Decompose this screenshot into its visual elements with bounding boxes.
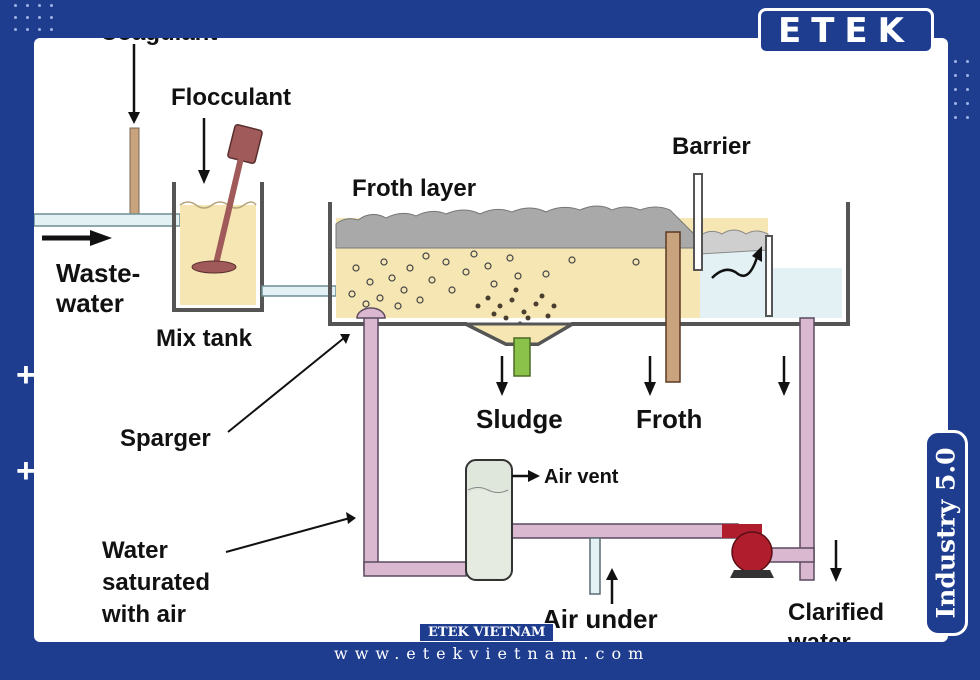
dissolved-air-flotation-diagram: Coagulant Flocculant Waste- water Mix ta… <box>34 38 884 642</box>
plus-icon: + <box>16 452 36 490</box>
label-water-saturated-line2: saturated <box>102 569 210 596</box>
mixer-shaft <box>213 157 244 265</box>
wastewater-inlet-pipe <box>34 213 181 227</box>
mix-tank-walls <box>172 182 264 312</box>
label-water-saturated-line1: Water <box>102 537 168 564</box>
mixer-motor <box>227 124 263 164</box>
air-bubbles <box>348 250 640 310</box>
froth-layer <box>335 205 701 249</box>
footer-url: www.etekvietnam.com <box>334 644 651 663</box>
label-water-saturated-line3: with air <box>101 601 186 628</box>
transfer-pipe <box>261 285 337 297</box>
label-flocculant: Flocculant <box>171 84 291 111</box>
label-mix-tank: Mix tank <box>156 325 253 352</box>
label-barrier: Barrier <box>672 133 751 160</box>
label-froth-layer: Froth layer <box>352 175 476 202</box>
plus-icon: + <box>16 356 36 394</box>
sparger-pointer <box>227 337 345 433</box>
label-wastewater-line1: Waste- <box>56 258 140 288</box>
label-clarified-line2: water <box>787 629 851 642</box>
clarified-chamber-liquid <box>768 268 842 318</box>
barrier <box>693 173 703 271</box>
overflow-arrow <box>711 253 760 279</box>
decorative-dots-top-left <box>14 4 56 36</box>
industry-label: Industry 5.0 <box>931 447 961 619</box>
label-coagulant: Coagulant <box>100 38 217 46</box>
label-sparger: Sparger <box>120 425 211 452</box>
etek-logo: ETEK <box>758 8 934 54</box>
sparger <box>356 307 386 319</box>
recycle-piping <box>363 315 815 581</box>
sludge-hopper <box>465 322 578 346</box>
decorative-dots-right <box>954 60 976 124</box>
sludge-outlet <box>513 337 531 377</box>
recycle-pump <box>731 531 773 573</box>
label-clarified-line1: Clarified <box>788 599 884 626</box>
mixer-impeller <box>191 260 237 274</box>
label-sludge: Sludge <box>476 404 563 434</box>
footer-badge: ETEK VIETNAM <box>419 623 555 642</box>
label-air-under: Air under <box>542 604 658 634</box>
weir <box>765 235 773 317</box>
diagram-panel: Coagulant Flocculant Waste- water Mix ta… <box>34 38 948 642</box>
air-inlet-pipe <box>589 537 601 595</box>
label-air-vent: Air vent <box>544 466 619 488</box>
saturated-water-pointer <box>225 517 351 553</box>
coagulant-pipe <box>129 127 140 221</box>
label-wastewater-line2: water <box>55 288 124 318</box>
froth-outlet-pipe <box>665 231 681 383</box>
label-froth: Froth <box>636 404 702 434</box>
industry-side-tab: Industry 5.0 <box>924 430 968 636</box>
